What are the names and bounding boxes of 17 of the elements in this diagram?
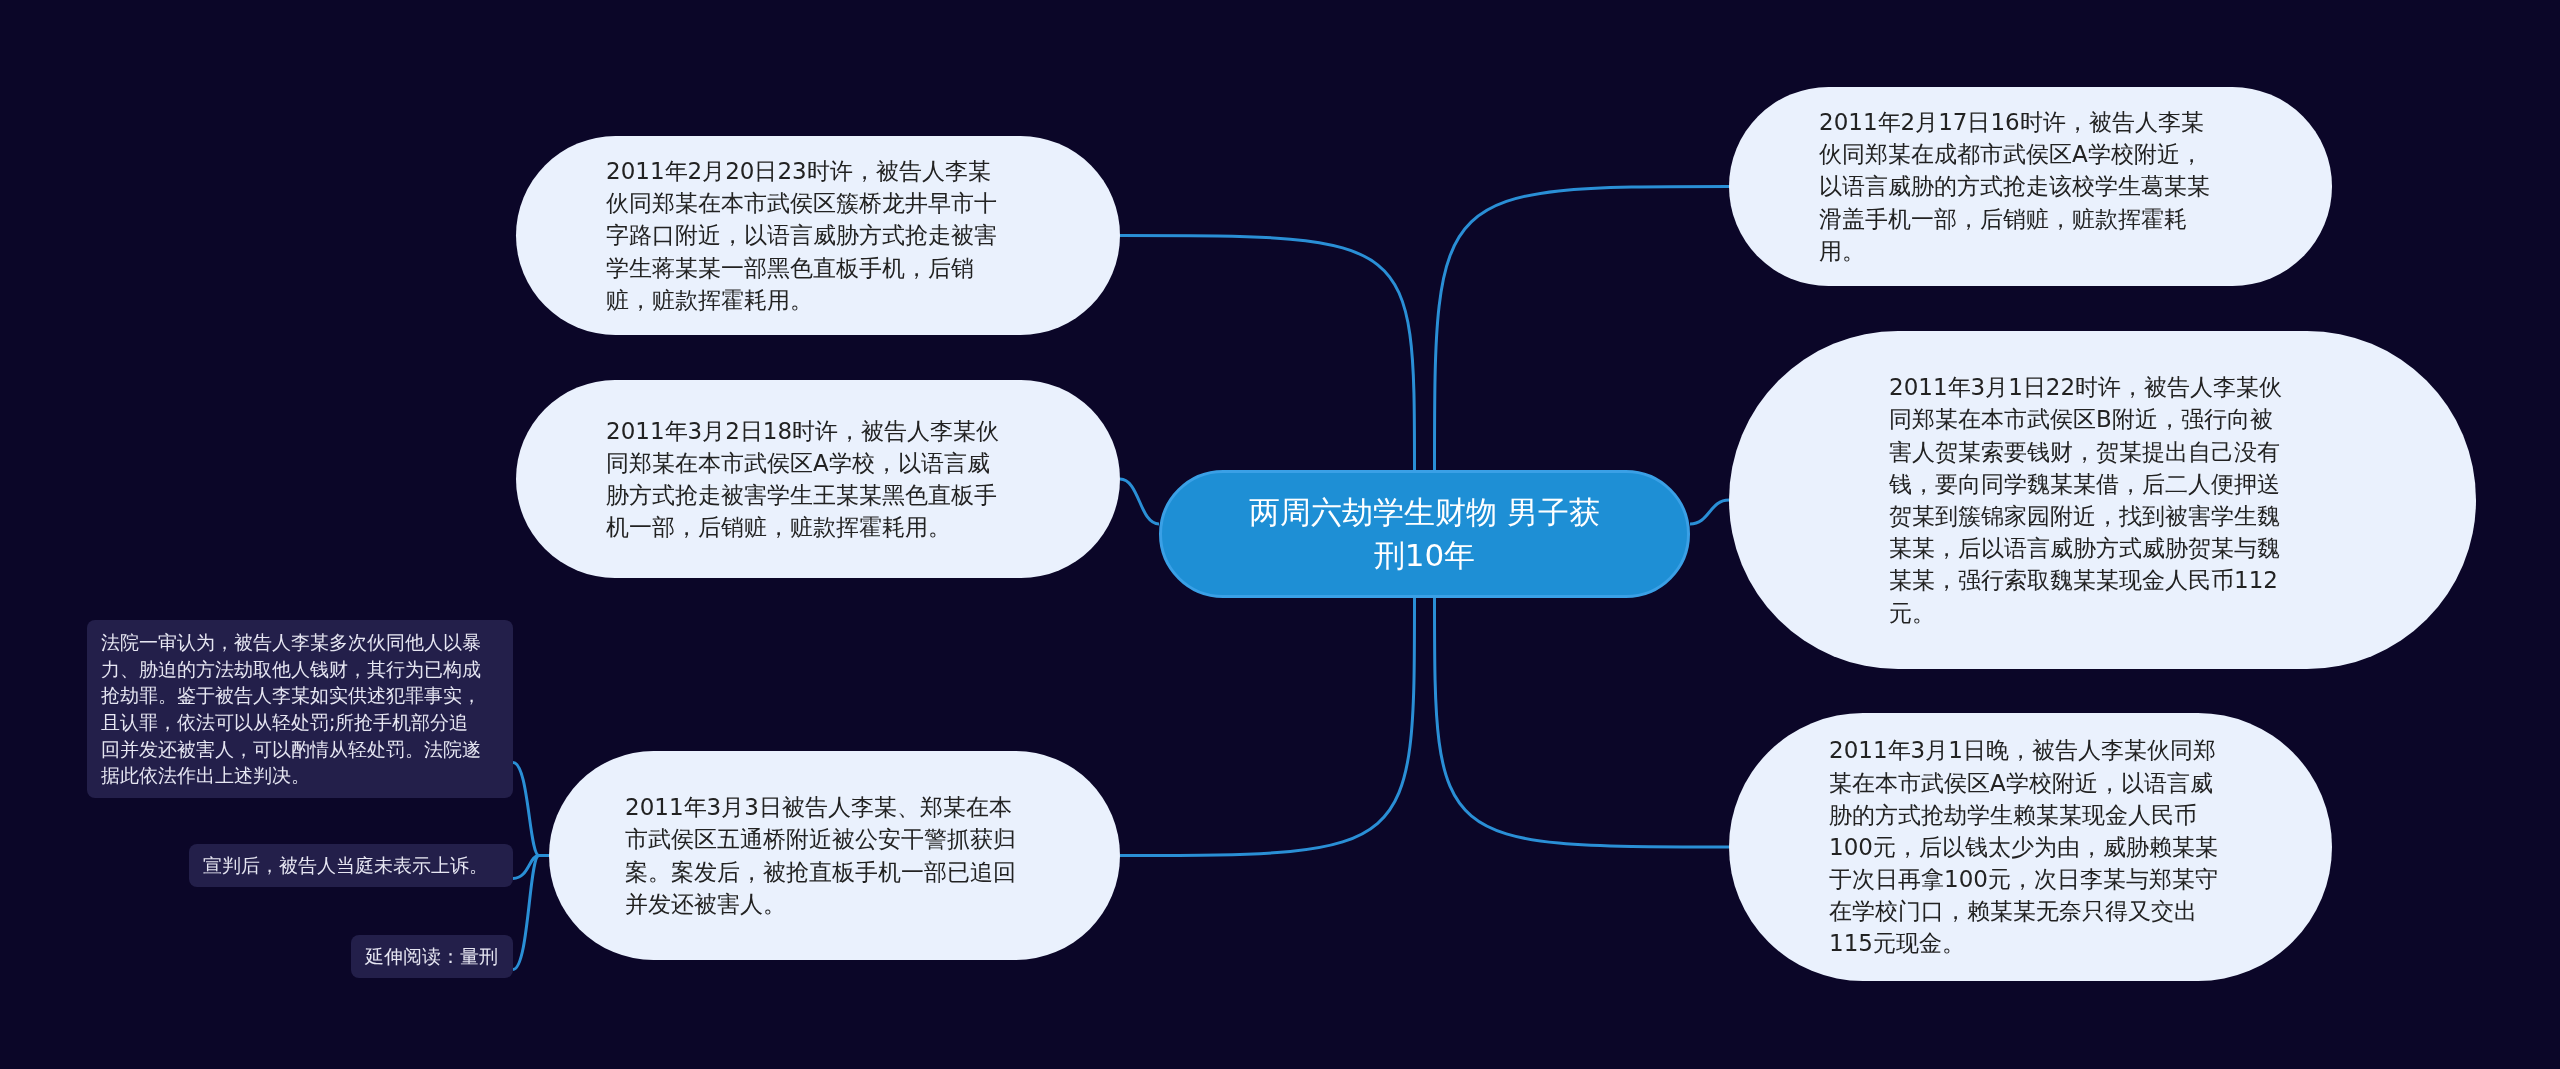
topic-bubble: 2011年2月20日23时许，被告人李某伙同郑某在本市武侯区簇桥龙井早市十字路口附近，以语言威胁方式抢走被害学生蒋某某一部黑色直板手机，后销赃，赃款挥霍耗用。 [516, 136, 1120, 335]
note-box: 宣判后，被告人当庭未表示上诉。 [189, 844, 513, 887]
central-topic-box: 两周六劫学生财物 男子获刑10年 [1159, 470, 1690, 598]
note-box: 法院一审认为，被告人李某多次伙同他人以暴力、胁迫的方法劫取他人钱财，其行为已构成抢劫罪。鉴于被告人李某如实供述犯罪事实，且认罪，依法可以从轻处罚;所抢手机部分追回并发还被害人，可以酌情从轻处罚。法院遂据此依法作出上述判决。 [87, 620, 513, 798]
topic-bubble: 2011年2月17日16时许，被告人李某伙同郑某在成都市武侯区A学校附近，以语言威胁的方式抢走该校学生葛某某滑盖手机一部，后销赃，赃款挥霍耗用。 [1729, 87, 2332, 286]
note-box: 延伸阅读：量刑 [351, 935, 513, 978]
branch-line [1433, 598, 1729, 849]
topic-bubble: 2011年3月3日被告人李某、郑某在本市武侯区五通桥附近被公安干警抓获归案。案发后，被抢直板手机一部已追回并发还被害人。 [549, 751, 1120, 960]
topic-bubble: 2011年3月2日18时许，被告人李某伙同郑某在本市武侯区A学校，以语言威胁方式抢走被害学生王某某黑色直板手机一部，后销赃，赃款挥霍耗用。 [516, 380, 1120, 578]
topic-bubble: 2011年3月1日22时许，被告人李某伙同郑某在本市武侯区B附近，强行向被害人贺某索要钱财，贺某提出自己没有钱，要向同学魏某某借，后二人便押送贺某到簇锦家园附近，找到被害学生魏某某，后以语言威胁方式威胁贺某与魏某某，强行索取魏某某现金人民币112元。 [1729, 331, 2476, 669]
branch-line [1119, 477, 1160, 526]
branch-line [1433, 185, 1729, 470]
branch-line [512, 854, 549, 971]
topic-bubble: 2011年3月1日晚，被告人李某伙同郑某在本市武侯区A学校附近，以语言威胁的方式抢劫学生赖某某现金人民币100元，后以钱太少为由，威胁赖某某于次日再拿100元，次日李某与郑某守在学校门口，赖某某无奈只得又交出115元现金。 [1729, 713, 2332, 981]
branch-line [1120, 234, 1416, 470]
branch-line [1120, 598, 1416, 857]
branch-line [1689, 498, 1730, 526]
